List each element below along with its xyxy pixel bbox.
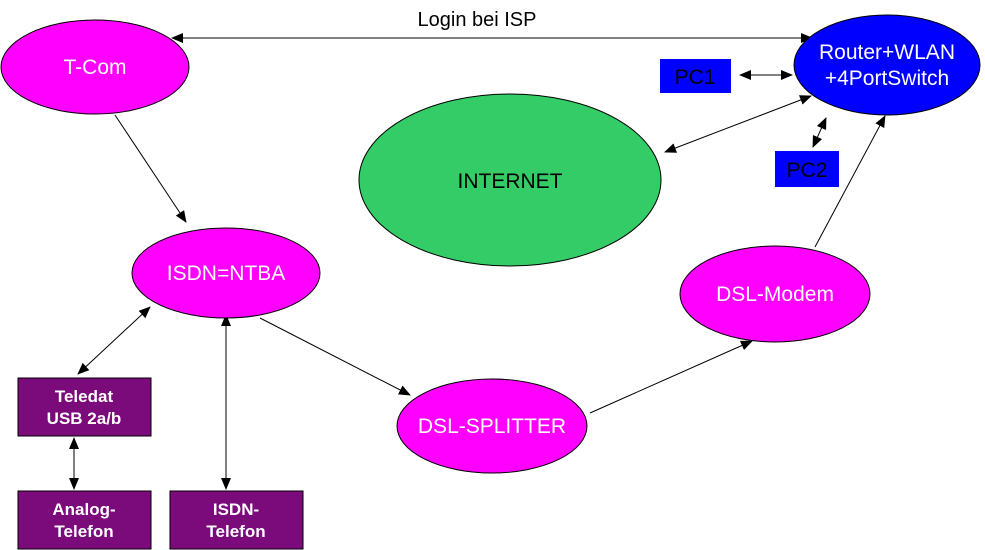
internet-label: INTERNET <box>458 170 563 193</box>
tcom-to-isdn-edge <box>114 114 187 223</box>
node-internet: INTERNET <box>358 93 662 267</box>
dsl-modem-label: DSL-Modem <box>716 283 834 306</box>
node-router: Router+WLAN +4PortSwitch <box>793 14 981 116</box>
teledat-label-line2: USB 2a/b <box>47 409 122 428</box>
isdn-to-teledat-edge <box>77 306 151 375</box>
router-shape <box>793 14 981 116</box>
node-teledat: Teledat USB 2a/b <box>17 377 152 437</box>
splitter-to-modem-edge <box>589 340 753 414</box>
node-pc1: PC1 <box>660 59 731 93</box>
node-pc2: PC2 <box>775 151 839 187</box>
dsl-splitter-shape <box>396 378 588 474</box>
internet-shape <box>358 93 662 267</box>
isdn-label: ISDN=NTBA <box>167 262 285 285</box>
isdn-to-splitter-edge <box>259 317 411 396</box>
analog-telefon-label-line1: Analog- <box>52 500 115 519</box>
pc2-shape <box>775 151 839 187</box>
isdn-telefon-shape <box>169 490 304 550</box>
dsl-splitter-label: DSL-SPLITTER <box>418 415 566 438</box>
pc1-shape <box>660 59 731 93</box>
node-dsl-modem: DSL-Modem <box>679 245 871 343</box>
router-label-line1: Router+WLAN <box>819 41 955 64</box>
pc2-to-router-edge <box>812 117 827 148</box>
analog-telefon-label-line2: Telefon <box>54 522 113 541</box>
teledat-label-line1: Teledat <box>55 387 114 406</box>
isdn-shape <box>131 227 321 319</box>
modem-to-router-edge <box>814 115 886 248</box>
node-isdn-ntba: ISDN=NTBA <box>131 227 321 319</box>
tcom-label: T-Com <box>64 56 127 79</box>
dsl-modem-shape <box>679 245 871 343</box>
isdn-telefon-label-line2: Telefon <box>206 522 265 541</box>
internet-to-router-edge <box>664 95 812 153</box>
pc2-label: PC2 <box>787 159 828 182</box>
node-tcom: T-Com <box>0 19 190 115</box>
teledat-shape <box>17 377 152 437</box>
router-label-line2: +4PortSwitch <box>825 67 949 90</box>
isdn-telefon-label-line1: ISDN- <box>213 500 259 519</box>
pc1-label: PC1 <box>675 66 716 89</box>
tcom-shape <box>0 19 190 115</box>
node-dsl-splitter: DSL-SPLITTER <box>396 378 588 474</box>
node-isdn-telefon: ISDN- Telefon <box>169 490 304 550</box>
login-edge-label: Login bei ISP <box>418 9 537 31</box>
node-analog-telefon: Analog- Telefon <box>17 490 152 550</box>
analog-telefon-shape <box>17 490 152 550</box>
